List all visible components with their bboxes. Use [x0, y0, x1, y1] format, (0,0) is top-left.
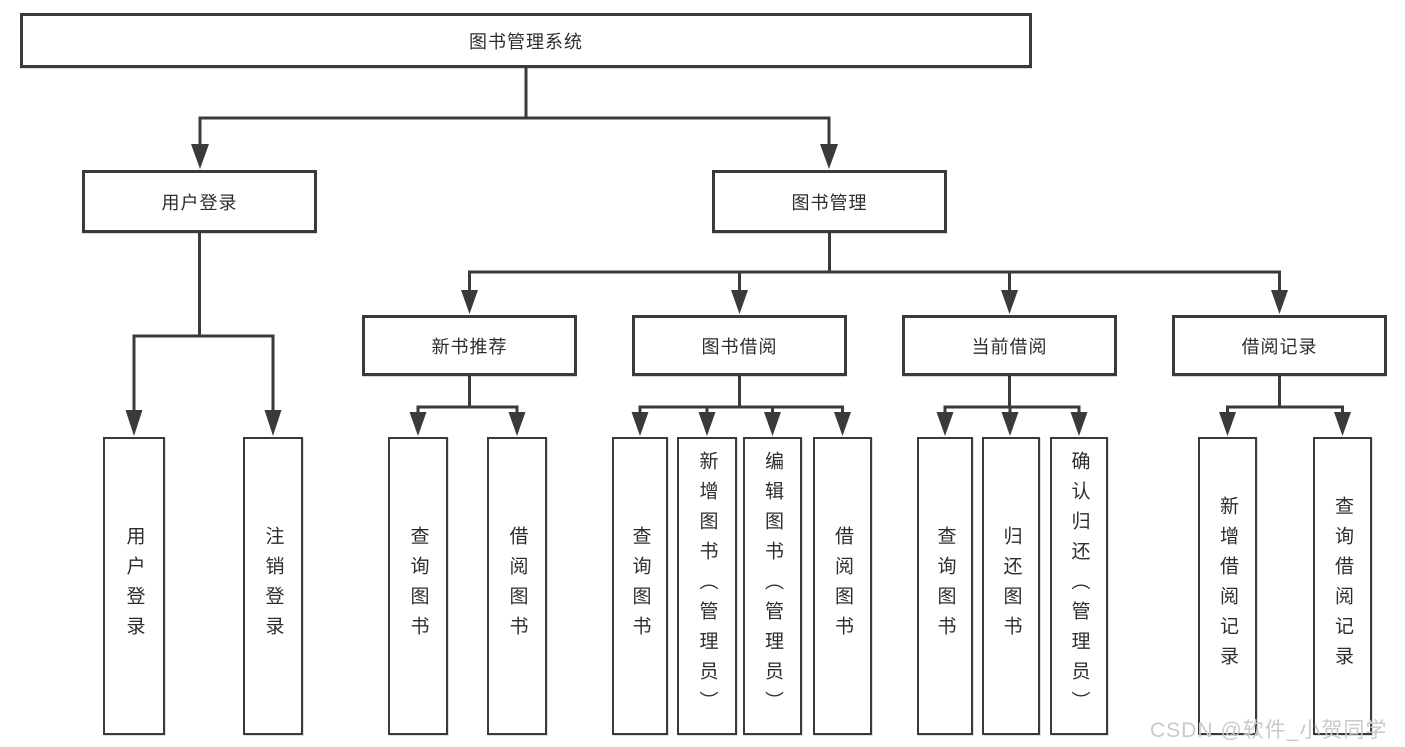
leaf-newrec-borrow-books: 借阅图书	[487, 437, 547, 735]
leaf-newrec-query-books: 查询图书	[388, 437, 448, 735]
edge-new-book-recommend-to-leaves	[409, 375, 526, 436]
leaf-user-login: 用户登录	[103, 437, 165, 735]
leaf-records-query-record: 查询借阅记录	[1313, 437, 1372, 735]
node-library-management-system: 图书管理系统	[20, 13, 1032, 68]
leaf-borrow-borrow-books: 借阅图书	[813, 437, 872, 735]
edge-borrow-records-to-leaves	[1219, 375, 1351, 436]
leaf-borrow-add-books-admin: 新增图书（管理员）	[677, 437, 737, 735]
node-user-login-branch: 用户登录	[82, 170, 317, 233]
leaf-borrow-edit-books-admin: 编辑图书（管理员）	[743, 437, 802, 735]
leaf-current-return-books: 归还图书	[982, 437, 1040, 735]
node-current-borrow: 当前借阅	[902, 315, 1117, 376]
leaf-logout-login: 注销登录	[243, 437, 303, 735]
edge-user-login-to-leaves	[125, 232, 282, 436]
edge-root-to-branches	[191, 67, 838, 169]
edge-current-borrow-to-leaves	[936, 375, 1088, 436]
node-book-management-branch: 图书管理	[712, 170, 947, 233]
edge-book-borrow-to-leaves	[631, 375, 851, 436]
node-borrow-records: 借阅记录	[1172, 315, 1387, 376]
leaf-records-add-record: 新增借阅记录	[1198, 437, 1257, 735]
leaf-current-query-books: 查询图书	[917, 437, 973, 735]
watermark: CSDN @软件_小贺同学	[1150, 719, 1388, 742]
leaf-borrow-query-books: 查询图书	[612, 437, 668, 735]
node-book-borrow: 图书借阅	[632, 315, 847, 376]
edge-book-management-to-level3	[461, 232, 1288, 314]
node-new-book-recommend: 新书推荐	[362, 315, 577, 376]
leaf-current-confirm-return-admin: 确认归还（管理员）	[1050, 437, 1108, 735]
